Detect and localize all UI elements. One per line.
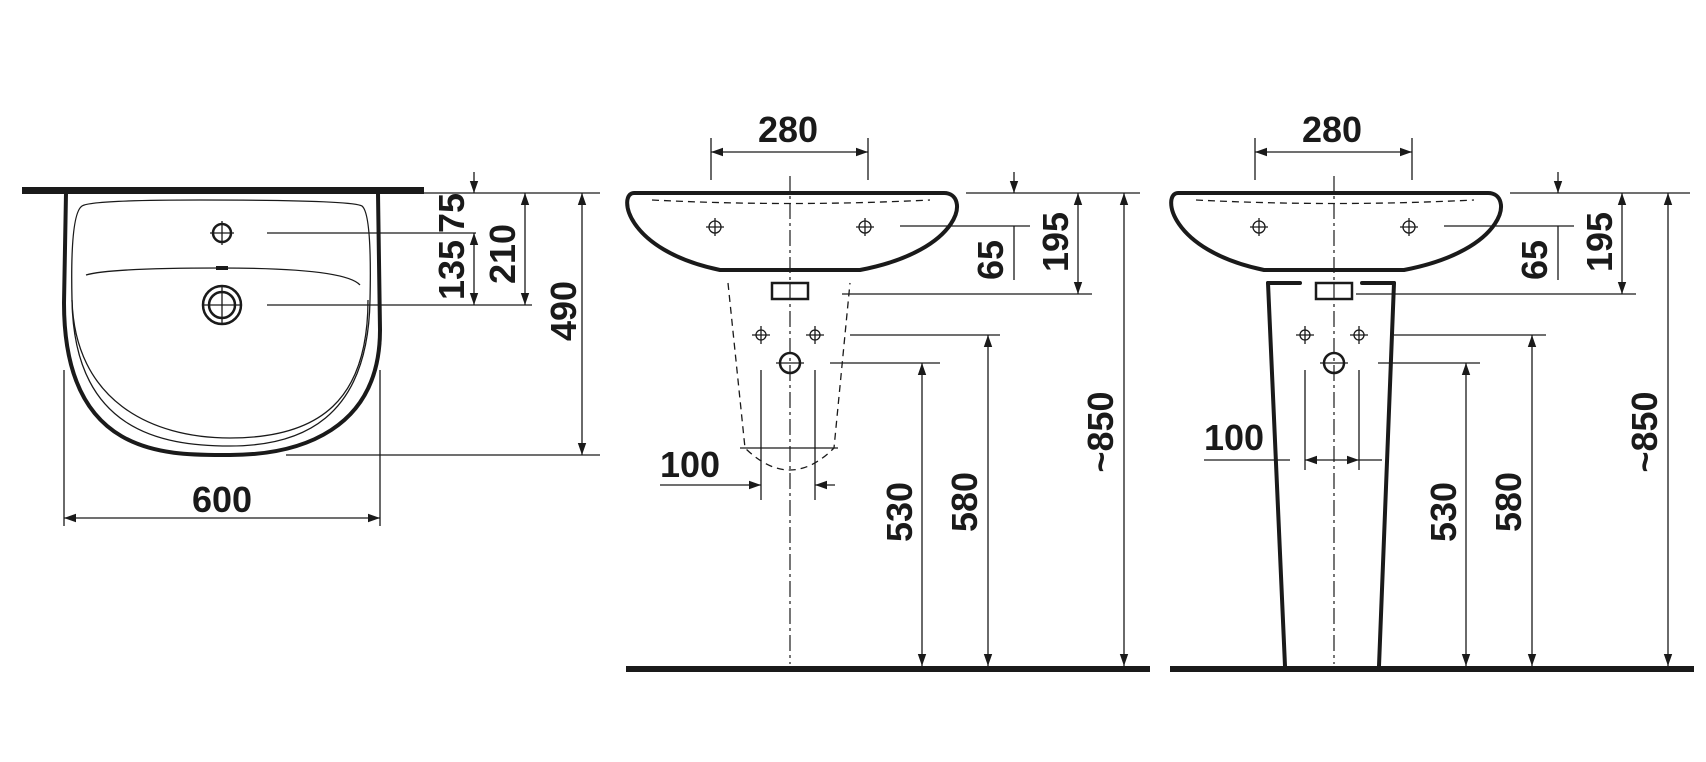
dim-label-580-right: 580 — [1488, 472, 1529, 532]
middle-basin-inner — [651, 199, 931, 205]
right-pedestal-left — [1266, 281, 1287, 668]
dim-label-530-right: 530 — [1423, 482, 1464, 542]
top-drain-outer — [201, 284, 243, 326]
dim-label-100-middle: 100 — [660, 444, 720, 485]
top-bowl-lower — [71, 299, 369, 439]
right-waste-outlet — [1314, 281, 1354, 301]
dim-label-490: 490 — [543, 281, 584, 341]
right-basin-inner — [1195, 199, 1475, 205]
dim-label-850-right: ~850 — [1624, 391, 1665, 472]
dim-label-850-middle: ~850 — [1080, 391, 1121, 472]
middle-half-pedestal — [727, 282, 851, 471]
dim-label-75: 75 — [431, 193, 472, 233]
middle-tap-icons — [706, 218, 874, 236]
middle-supply-icons — [752, 326, 824, 344]
right-pedestal-right — [1377, 281, 1396, 668]
dim-label-530-middle: 530 — [879, 482, 920, 542]
top-tap-cross — [210, 221, 234, 245]
floor-line-right — [1170, 666, 1694, 672]
right-basin-profile — [1169, 191, 1503, 272]
top-basin-inner-rim — [71, 199, 371, 447]
dim-label-65-middle: 65 — [970, 240, 1011, 280]
dim-label-135: 135 — [431, 240, 472, 300]
dim-label-600: 600 — [192, 479, 252, 520]
dim-label-580-middle: 580 — [944, 472, 985, 532]
right-tap-icons — [1250, 218, 1418, 236]
top-basin-outline — [62, 191, 382, 458]
dim-label-280-middle: 280 — [758, 109, 818, 150]
dim-label-65-right: 65 — [1514, 240, 1555, 280]
dim-label-280-right: 280 — [1302, 109, 1362, 150]
dim-label-195-right: 195 — [1579, 212, 1620, 272]
middle-basin-profile — [625, 191, 959, 272]
right-supply-icons — [1296, 326, 1368, 344]
dim-label-210: 210 — [482, 224, 523, 284]
dim-label-195-middle: 195 — [1035, 212, 1076, 272]
top-overflow-slot — [216, 266, 228, 270]
front-view-half-pedestal: 280 65 195 100 530 580 ~850 — [625, 109, 1150, 672]
top-bowl-line — [85, 267, 361, 286]
top-view: 600 75 135 210 490 — [22, 172, 600, 526]
dim-label-100-right: 100 — [1204, 417, 1264, 458]
front-view-pedestal: 280 65 195 100 530 580 ~850 — [1169, 109, 1694, 672]
floor-line-middle — [626, 666, 1150, 672]
top-drain-cross — [204, 287, 240, 323]
top-wall-line — [22, 187, 424, 194]
